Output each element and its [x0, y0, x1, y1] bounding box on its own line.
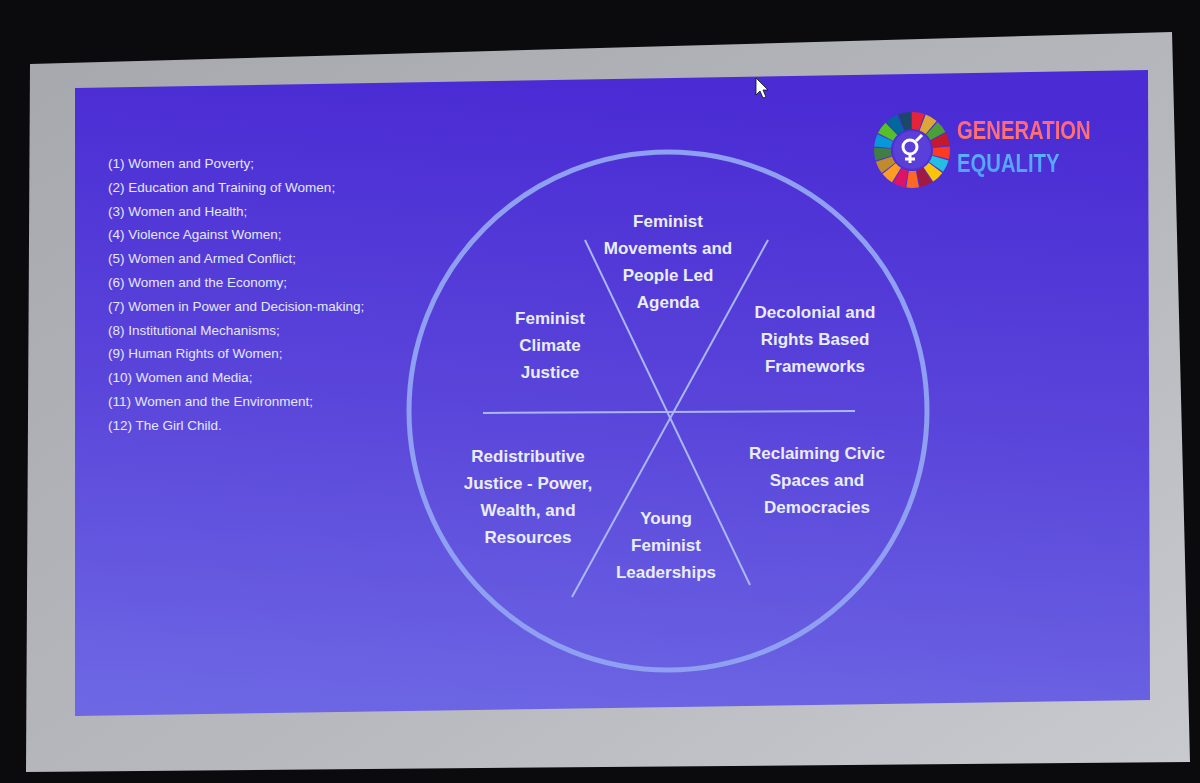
- platform-list-item: (6) Women and the Economy;: [108, 274, 287, 292]
- wheel-segment-color: [917, 168, 932, 187]
- projection-screen: [26, 32, 1190, 772]
- segment-title: Redistributive Justice - Power, Wealth, …: [446, 443, 611, 551]
- wheel-segment: Feminist Climate Justice: [495, 305, 605, 386]
- equality-icon: [905, 135, 922, 163]
- platform-list-item: (7) Women in Power and Decision-making;: [108, 298, 364, 316]
- outer-circle: [409, 152, 927, 670]
- wheel-segment-color: [898, 112, 911, 130]
- equality-icon: [903, 140, 917, 154]
- segment-title: Reclaiming Civic Spaces and Democracies: [747, 440, 887, 521]
- platform-list-item: (1) Women and Poverty;: [108, 155, 254, 173]
- mouse-cursor: [756, 78, 768, 98]
- wheel-segment-color: [874, 148, 892, 161]
- segment-title: Feminist Climate Justice: [495, 305, 605, 386]
- platform-list-item: (5) Women and Armed Conflict;: [108, 250, 296, 268]
- slide-ground: [75, 70, 1150, 716]
- platform-list-item: (12) The Girl Child.: [108, 417, 222, 435]
- sdg-wheel-logo: [874, 112, 950, 188]
- segment-title: Young Feminist Leaderships: [611, 505, 721, 586]
- wheel-segment-color: [931, 133, 950, 147]
- wheel-segment-color: [906, 171, 919, 188]
- segment-title: Decolonial and Rights Based Frameworks: [740, 299, 890, 380]
- divider-line: [483, 411, 855, 413]
- platform-list-item: (9) Human Rights of Women;: [108, 345, 283, 363]
- wheel-segment: Decolonial and Rights Based Frameworks: [740, 299, 890, 380]
- wheel-segment: Reclaiming Civic Spaces and Democracies: [747, 440, 887, 521]
- platform-list-item: (3) Women and Health;: [108, 203, 247, 221]
- wheel-center: [893, 131, 931, 169]
- wheel-segment: Redistributive Justice - Power, Wealth, …: [446, 443, 611, 551]
- platform-list-item: (11) Women and the Environment;: [108, 393, 313, 411]
- platform-list-item: (8) Institutional Mechanisms;: [108, 322, 280, 340]
- platform-list-item: (10) Women and Media;: [108, 369, 253, 387]
- wheel-segment: Feminist Movements and People Led Agenda: [593, 208, 743, 316]
- wheel-segment: Young Feminist Leaderships: [611, 505, 721, 586]
- logo-wordmark: GENERATION EQUALITY: [957, 114, 1113, 180]
- platform-list-item: (4) Violence Against Women;: [108, 226, 282, 244]
- segment-title: Feminist Movements and People Led Agenda: [593, 208, 743, 316]
- platform-list-item: (2) Education and Training of Women;: [108, 179, 335, 197]
